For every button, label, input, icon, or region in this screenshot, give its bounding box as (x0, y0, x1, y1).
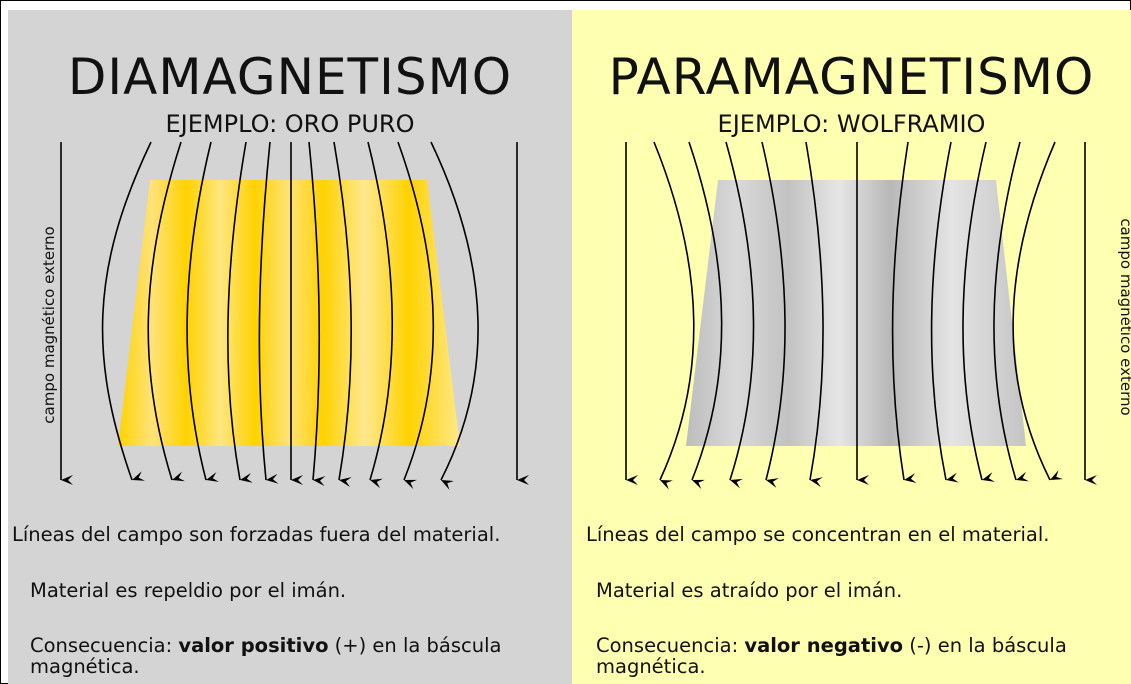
para-field-line (993, 141, 1029, 482)
para-field-line (930, 141, 959, 483)
paramagnetism-title: PARAMAGNETISMO (608, 48, 1095, 106)
paramagnetism-consequence-prefix: Consecuencia: (596, 634, 745, 657)
diamagnetism-desc-line1: Líneas del campo son forzadas fuera del … (12, 523, 501, 546)
paramagnetism-consequence-cont: magnética. (596, 655, 706, 678)
diamagnetism-panel: DIAMAGNETISMO EJEMPLO: ORO PURO campo ma… (8, 10, 572, 684)
paramagnetism-desc-line2: Material es atraído por el imán. (596, 579, 903, 602)
dia-field-line (333, 141, 352, 487)
dia-field-line (258, 141, 279, 484)
dia-field-line (430, 141, 479, 490)
dia-field-line (147, 141, 185, 482)
diamagnetism-desc-line2: Material es repeldio por el imán. (30, 579, 347, 602)
diamagnetism-consequence-prefix: Consecuencia: (30, 634, 179, 657)
dia-field-line (186, 141, 219, 482)
para-field-line (688, 141, 723, 490)
diamagnetism-consequence-cont: magnética. (30, 655, 140, 678)
diamagnetism-consequence-value: valor positivo (178, 634, 329, 657)
diamagnetism-desc-line3: Consecuencia: valor positivo (+) en la b… (30, 635, 502, 677)
para-field-line (725, 141, 755, 489)
gold-sample (118, 180, 460, 446)
dia-field-line (101, 141, 152, 481)
dia-field-line (227, 141, 253, 483)
paramagnetism-example: EJEMPLO: WOLFRAMIO (717, 110, 986, 138)
dia-field-line (308, 141, 326, 487)
paramagnetism-desc-line3: Consecuencia: valor negativo (-) en la b… (596, 635, 1067, 677)
para-field-line (761, 141, 786, 488)
dia-field-line (397, 141, 435, 490)
paramagnetism-consequence-suffix: (-) en la báscula (903, 634, 1067, 657)
para-field-line (962, 141, 995, 482)
paramagnetism-consequence-value: valor negativo (744, 634, 904, 657)
para-field-line (653, 141, 695, 490)
para-field-line (1012, 141, 1063, 481)
para-field-line (805, 141, 824, 488)
dia-field-line (367, 141, 394, 489)
paramagnetism-desc-line1: Líneas del campo se concentran en el mat… (586, 523, 1050, 546)
diamagnetism-example: EJEMPLO: ORO PURO (165, 110, 415, 138)
para-field-line (891, 141, 917, 484)
diamagnetism-consequence-suffix: (+) en la báscula (328, 634, 502, 657)
diamagnetism-title: DIAMAGNETISMO (67, 48, 513, 106)
tungsten-sample (686, 180, 1026, 446)
